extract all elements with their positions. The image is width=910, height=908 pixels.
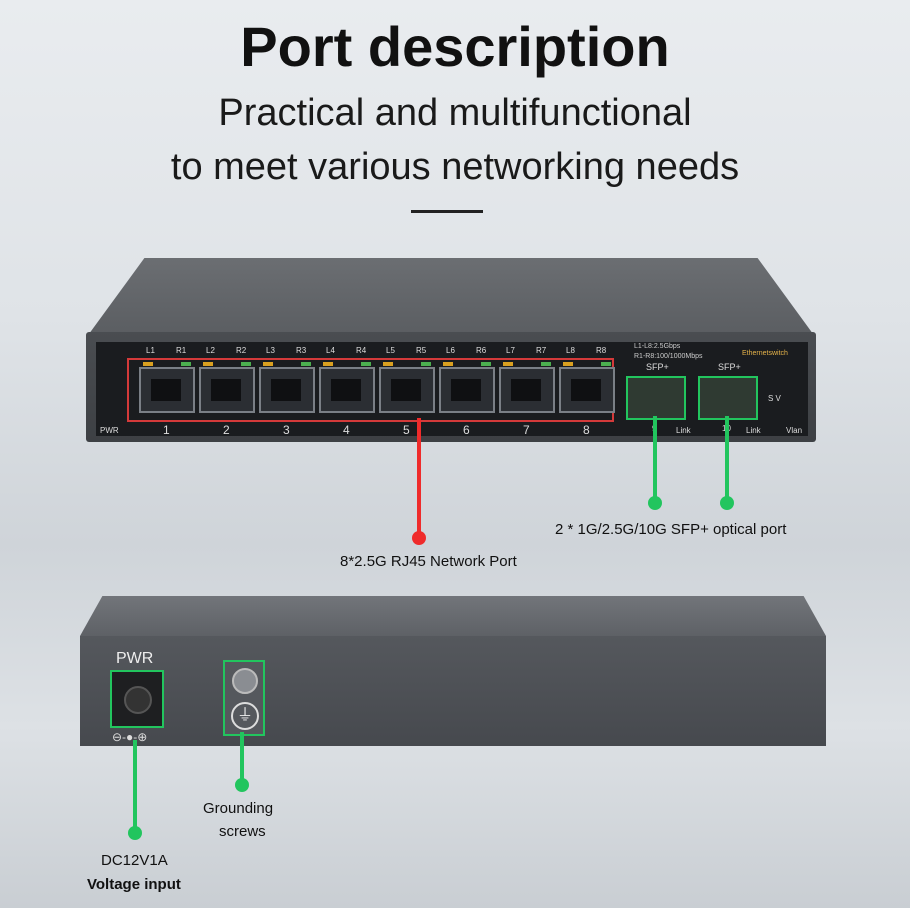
port-slot (271, 379, 301, 401)
subtitle-line-2: to meet various networking needs (170, 146, 740, 188)
rj45-callout-text: 8*2.5G RJ45 Network Port (340, 553, 517, 570)
sfp-port-9 (626, 376, 686, 420)
port-number-8: 8 (583, 423, 590, 437)
port-slot (451, 379, 481, 401)
port-led-label: L8 (566, 346, 575, 355)
sfp-callout-text: 2 * 1G/2.5G/10G SFP+ optical port (555, 521, 787, 538)
port-number-7: 7 (523, 423, 530, 437)
ground-callout-dot (235, 778, 249, 792)
port-number-6: 6 (463, 423, 470, 437)
port-led-label: R7 (536, 346, 547, 355)
polarity-icon: ⊖-●-⊕ (112, 730, 148, 744)
link-label-10: Link (746, 426, 761, 435)
grounding-screw-block: ⏚ (223, 660, 265, 736)
led-2.5g-icon (503, 362, 513, 366)
rj45-callout-line (417, 418, 421, 534)
sv-switch-label: S V (768, 394, 781, 403)
rj45-port-3 (259, 362, 315, 413)
led-1g-icon (541, 362, 551, 366)
rj45-port-7 (499, 362, 555, 413)
rj45-port-group (127, 358, 615, 422)
link-label-9: Link (676, 426, 691, 435)
port-slot (331, 379, 361, 401)
port-number-1: 1 (163, 423, 170, 437)
dc-power-jack (110, 670, 164, 728)
led-2.5g-icon (203, 362, 213, 366)
rj45-callout-dot (412, 531, 426, 545)
brand-label: Ethernetswitch (742, 350, 788, 357)
port-number-3: 3 (283, 423, 290, 437)
ground-callout-text-2: screws (219, 823, 266, 840)
led-legend-1: L1-L8:2.5Gbps (634, 343, 681, 350)
port-led-label: L5 (386, 346, 395, 355)
port-led-label: L3 (266, 346, 275, 355)
pwr-led-label: PWR (100, 426, 119, 435)
led-2.5g-icon (143, 362, 153, 366)
led-2.5g-icon (323, 362, 333, 366)
switch-back-top (80, 596, 826, 636)
port-led-label: R4 (356, 346, 367, 355)
port-led-label: R5 (416, 346, 427, 355)
port-led-label: L4 (326, 346, 335, 355)
subtitle-line-1: Practical and multifunctional (218, 92, 692, 134)
sfp-label-10: SFP+ (718, 362, 741, 372)
power-callout-text-2: Voltage input (87, 876, 181, 893)
port-number-4: 4 (343, 423, 350, 437)
led-1g-icon (481, 362, 491, 366)
port-slot (511, 379, 541, 401)
rj45-port-1 (139, 362, 195, 413)
rj45-port-4 (319, 362, 375, 413)
title-divider (411, 210, 483, 213)
led-2.5g-icon (443, 362, 453, 366)
rj45-port-2 (199, 362, 255, 413)
rj45-port-6 (439, 362, 495, 413)
port-led-label: R8 (596, 346, 607, 355)
power-callout-dot (128, 826, 142, 840)
led-2.5g-icon (383, 362, 393, 366)
rj45-port-8 (559, 362, 615, 413)
page-title: Port description (240, 15, 670, 78)
led-legend-2: R1-R8:100/1000Mbps (634, 353, 703, 360)
led-1g-icon (361, 362, 371, 366)
screw-icon (232, 668, 258, 694)
sfp-label-9: SFP+ (646, 362, 669, 372)
vlan-label: Vlan (786, 426, 803, 435)
power-callout-text-1: DC12V1A (101, 852, 168, 869)
port-slot (151, 379, 181, 401)
port-slot (571, 379, 601, 401)
sfp-port-10 (698, 376, 758, 420)
port-led-label: L1 (146, 346, 155, 355)
port-led-label: L7 (506, 346, 515, 355)
sfp9-callout-dot (648, 496, 662, 510)
port-led-label: R6 (476, 346, 487, 355)
power-callout-line (133, 740, 137, 834)
port-slot (211, 379, 241, 401)
sfp10-callout-dot (720, 496, 734, 510)
switch-front-top (86, 258, 816, 338)
led-2.5g-icon (263, 362, 273, 366)
port-number-2: 2 (223, 423, 230, 437)
power-jack-icon (124, 686, 152, 714)
port-led-label: R1 (176, 346, 187, 355)
sfp10-callout-line (725, 416, 729, 502)
led-1g-icon (301, 362, 311, 366)
ground-callout-text-1: Grounding (203, 800, 274, 817)
ground-callout-line (240, 732, 244, 786)
port-slot (391, 379, 421, 401)
led-1g-icon (601, 362, 611, 366)
port-led-label: R2 (236, 346, 247, 355)
port-led-label: L6 (446, 346, 455, 355)
port-led-label: R3 (296, 346, 307, 355)
led-2.5g-icon (563, 362, 573, 366)
port-number-5: 5 (403, 423, 410, 437)
back-pwr-label: PWR (116, 650, 154, 667)
rj45-port-5 (379, 362, 435, 413)
ground-icon: ⏚ (231, 702, 259, 730)
port-led-label: L2 (206, 346, 215, 355)
switch-back-face (80, 636, 826, 746)
led-1g-icon (421, 362, 431, 366)
sfp9-callout-line (653, 416, 657, 502)
led-1g-icon (241, 362, 251, 366)
led-1g-icon (181, 362, 191, 366)
